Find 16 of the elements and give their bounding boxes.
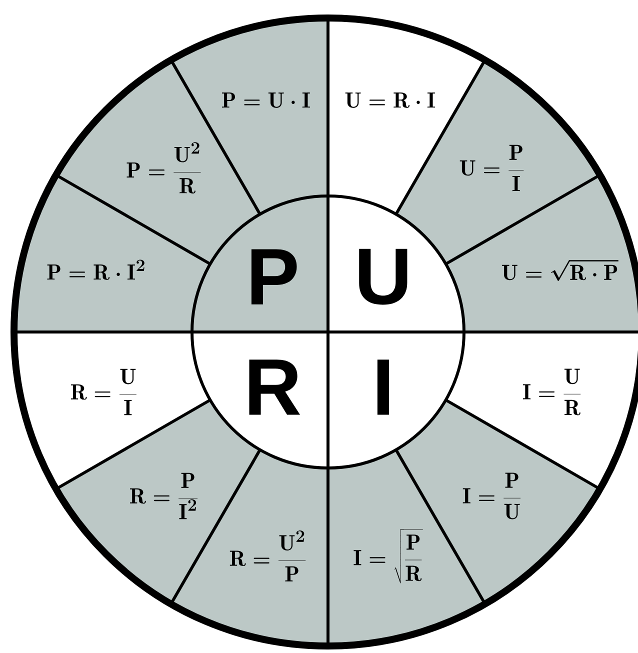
quantity-sector: R xyxy=(249,360,300,415)
formula: $R=\frac{U^2}{P}$ xyxy=(230,530,306,582)
formula: $U=\frac{P}{I}$ xyxy=(460,144,524,192)
quantity-sector: U xyxy=(359,248,408,305)
formula: $I=\frac{U}{R}$ xyxy=(523,368,581,416)
formula: $U=\sqrt{R\cdot P}$ xyxy=(502,260,618,281)
formula: $P=U\cdot I$ xyxy=(222,92,310,108)
formula: $I=\sqrt{\frac{P}{R}}$ xyxy=(354,529,423,584)
quantity-sector: P xyxy=(251,249,297,304)
formula: $R=\frac{U}{I}$ xyxy=(70,368,136,416)
quantity-sector: I xyxy=(377,360,389,415)
formula: $P=\frac{U^2}{R}$ xyxy=(126,142,201,194)
formula: $I=\frac{P}{U}$ xyxy=(462,472,521,520)
formula: $P=R\cdot I^2$ xyxy=(47,260,144,280)
formula: $U=R\cdot I$ xyxy=(345,92,435,108)
formula: $R=\frac{P}{I^2}$ xyxy=(130,472,198,520)
